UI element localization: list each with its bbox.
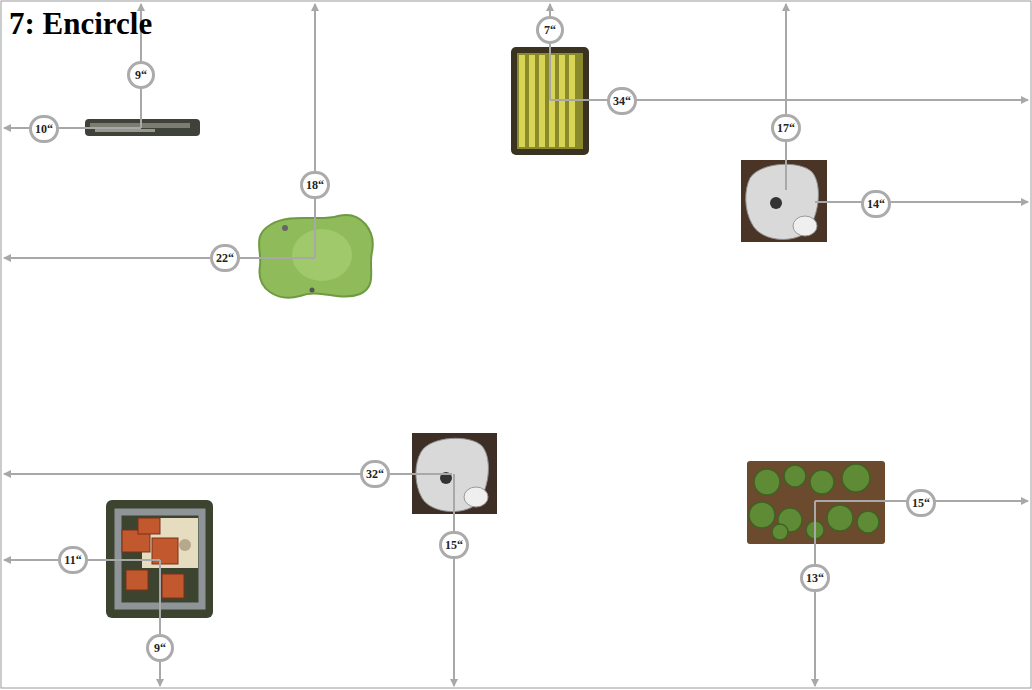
distance-text: 10“ bbox=[35, 122, 53, 137]
measure-lines bbox=[4, 4, 1028, 686]
distance-callout: 22“ bbox=[210, 244, 240, 272]
distance-text: 11“ bbox=[64, 553, 81, 568]
distance-callout: 18“ bbox=[300, 171, 330, 199]
distance-text: 22“ bbox=[216, 251, 234, 266]
distance-callout: 32“ bbox=[360, 460, 390, 488]
distance-callout: 34“ bbox=[607, 87, 637, 115]
distance-text: 18“ bbox=[306, 178, 324, 193]
distance-callout: 9“ bbox=[127, 61, 155, 89]
distance-callout: 15“ bbox=[439, 531, 469, 559]
distance-callout: 17“ bbox=[771, 114, 801, 142]
distance-text: 9“ bbox=[154, 641, 166, 656]
distance-text: 17“ bbox=[777, 121, 795, 136]
distance-text: 14“ bbox=[867, 197, 885, 212]
rock-outcrop bbox=[741, 160, 827, 242]
distance-callout: 9“ bbox=[146, 634, 174, 662]
distance-callout: 14“ bbox=[861, 190, 891, 218]
distance-text: 7“ bbox=[544, 23, 556, 38]
distance-text: 34“ bbox=[613, 94, 631, 109]
distance-text: 13“ bbox=[806, 571, 824, 586]
distance-callout: 15“ bbox=[906, 489, 936, 517]
distance-callout: 7“ bbox=[536, 16, 564, 44]
distance-callout: 11“ bbox=[58, 546, 88, 574]
distance-text: 15“ bbox=[912, 496, 930, 511]
distance-callout: 13“ bbox=[800, 564, 830, 592]
distance-text: 32“ bbox=[366, 467, 384, 482]
distance-callout: 10“ bbox=[29, 115, 59, 143]
distance-text: 15“ bbox=[445, 538, 463, 553]
distance-text: 9“ bbox=[135, 68, 147, 83]
map-title: 7: Encircle bbox=[9, 6, 152, 42]
